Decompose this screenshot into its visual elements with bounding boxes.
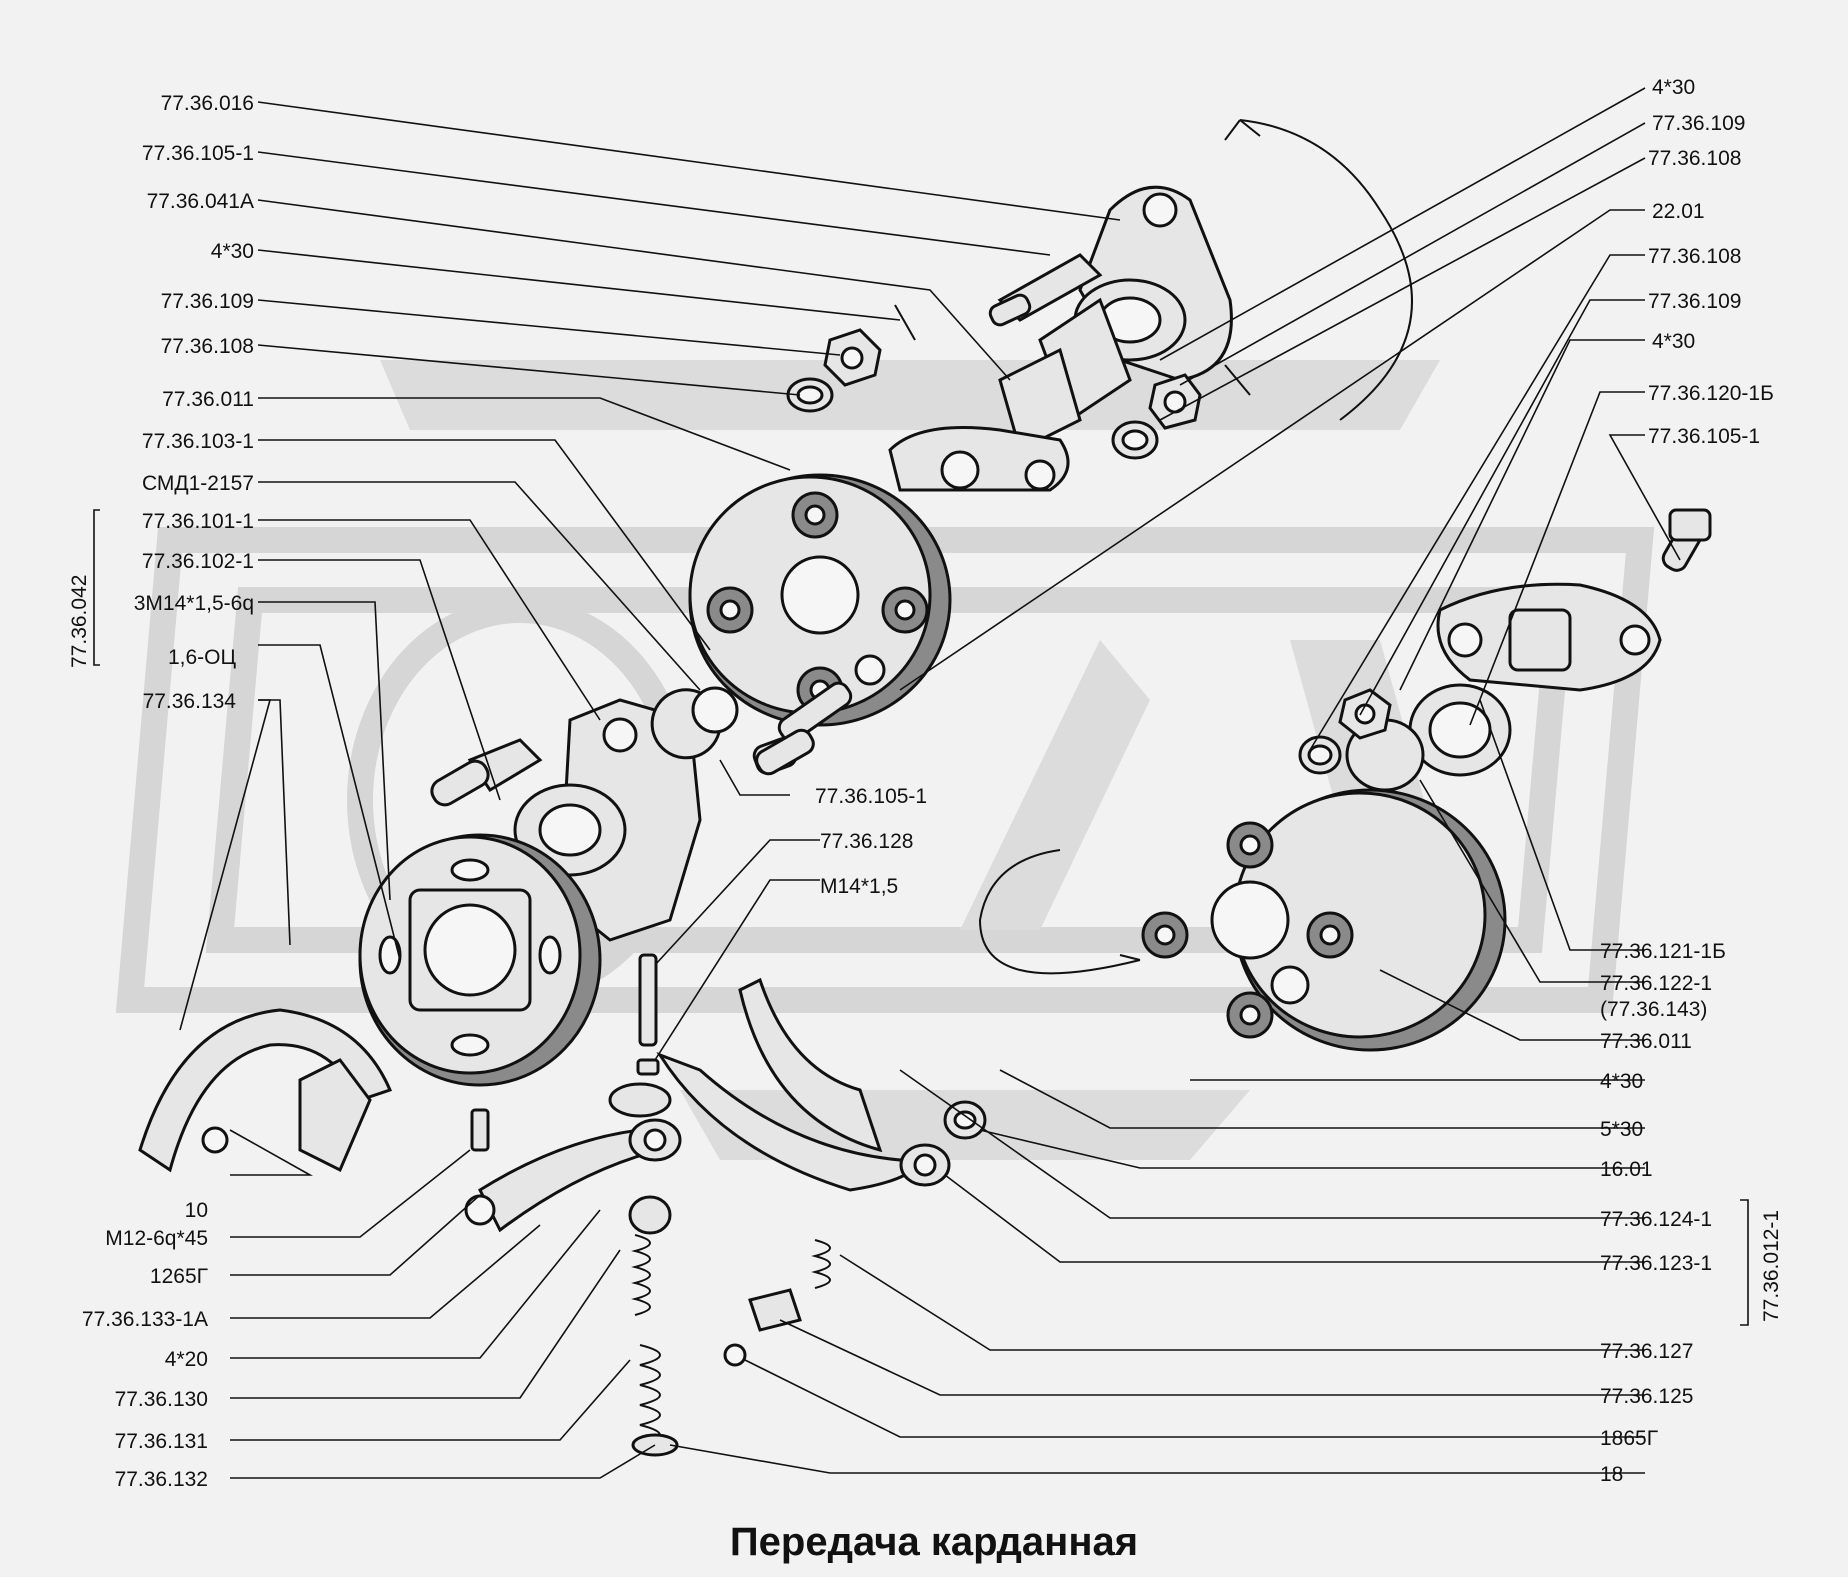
upper-disc-assembly xyxy=(683,426,1070,775)
group-label-left: 77.36.042 xyxy=(68,575,91,668)
diagram-title: Передача карданная xyxy=(730,1520,1138,1564)
part-label: 77.36.125 xyxy=(1600,1385,1693,1408)
part-label: 77.36.108 xyxy=(1648,245,1741,268)
part-label: 77.36.127 xyxy=(1600,1340,1693,1363)
part-label: 77.36.041А xyxy=(147,190,254,213)
part-label: 77.36.124-1 xyxy=(1600,1208,1712,1231)
part-label: 77.36.130 xyxy=(115,1388,208,1411)
part-label: 77.36.132 xyxy=(115,1468,208,1491)
part-label: 77.36.108 xyxy=(1648,147,1741,170)
part-label: 77.36.011 xyxy=(162,388,254,411)
part-label: М14*1,5 xyxy=(820,875,898,898)
group-label-right: 77.36.012-1 xyxy=(1760,1210,1783,1322)
part-label: 1265Г xyxy=(150,1265,208,1288)
part-label: 77.36.123-1 xyxy=(1600,1252,1712,1275)
part-label: 77.36.103-1 xyxy=(142,430,254,453)
part-label: 77.36.121-1Б xyxy=(1600,940,1726,963)
labels-left: 77.36.016 77.36.105-1 77.36.041А 4*30 77… xyxy=(82,92,254,1491)
part-label: 77.36.128 xyxy=(820,830,913,853)
part-label: 77.36.109 xyxy=(1652,112,1745,135)
part-label: 4*30 xyxy=(1652,76,1695,99)
part-label: 16.01 xyxy=(1600,1158,1653,1181)
part-label: 4*30 xyxy=(211,240,254,263)
part-label: 77.36.016 xyxy=(161,92,254,115)
part-label: 77.36.134 xyxy=(143,690,237,713)
part-label: 77.36.011 xyxy=(1600,1030,1692,1053)
part-label: 77.36.109 xyxy=(161,290,254,313)
part-label: 18 xyxy=(1600,1463,1623,1486)
part-label: 77.36.120-1Б xyxy=(1648,382,1774,405)
part-label: 77.36.109 xyxy=(1648,290,1741,313)
part-label: СМД1-2157 xyxy=(142,472,254,495)
part-label: 4*30 xyxy=(1652,330,1695,353)
part-label: 77.36.108 xyxy=(161,335,254,358)
right-disc-assembly xyxy=(978,508,1712,1052)
leader-lines xyxy=(93,87,1749,1479)
part-label: 4*30 xyxy=(1600,1070,1643,1093)
part-label: 77.36.122-1 xyxy=(1600,972,1712,995)
part-label: (77.36.143) xyxy=(1600,998,1707,1021)
part-label: 3М14*1,5-6q xyxy=(134,592,254,615)
labels-center: 77.36.105-1 77.36.128 М14*1,5 xyxy=(815,785,927,898)
part-label: 77.36.133-1А xyxy=(82,1308,208,1331)
part-label: 77.36.105-1 xyxy=(815,785,927,808)
part-label: 4*20 xyxy=(165,1348,208,1371)
part-label: 22.01 xyxy=(1652,200,1705,223)
part-label: 1,6-ОЦ xyxy=(168,646,237,669)
part-label: 1865Г xyxy=(1600,1427,1658,1450)
labels-right: 4*30 77.36.109 77.36.108 22.01 77.36.108… xyxy=(1600,76,1774,1486)
part-label: 77.36.101-1 xyxy=(142,510,254,533)
part-label: М12-6q*45 xyxy=(105,1227,208,1250)
part-label: 5*30 xyxy=(1600,1118,1643,1141)
part-label: 77.36.131 xyxy=(115,1430,208,1453)
part-label: 77.36.105-1 xyxy=(1648,425,1760,448)
part-label: 77.36.105-1 xyxy=(142,142,254,165)
part-label: 77.36.102-1 xyxy=(142,550,254,573)
part-label: 10 xyxy=(185,1199,208,1222)
left-disc-assembly xyxy=(358,686,815,1087)
upper-flange-assembly xyxy=(786,119,1413,460)
